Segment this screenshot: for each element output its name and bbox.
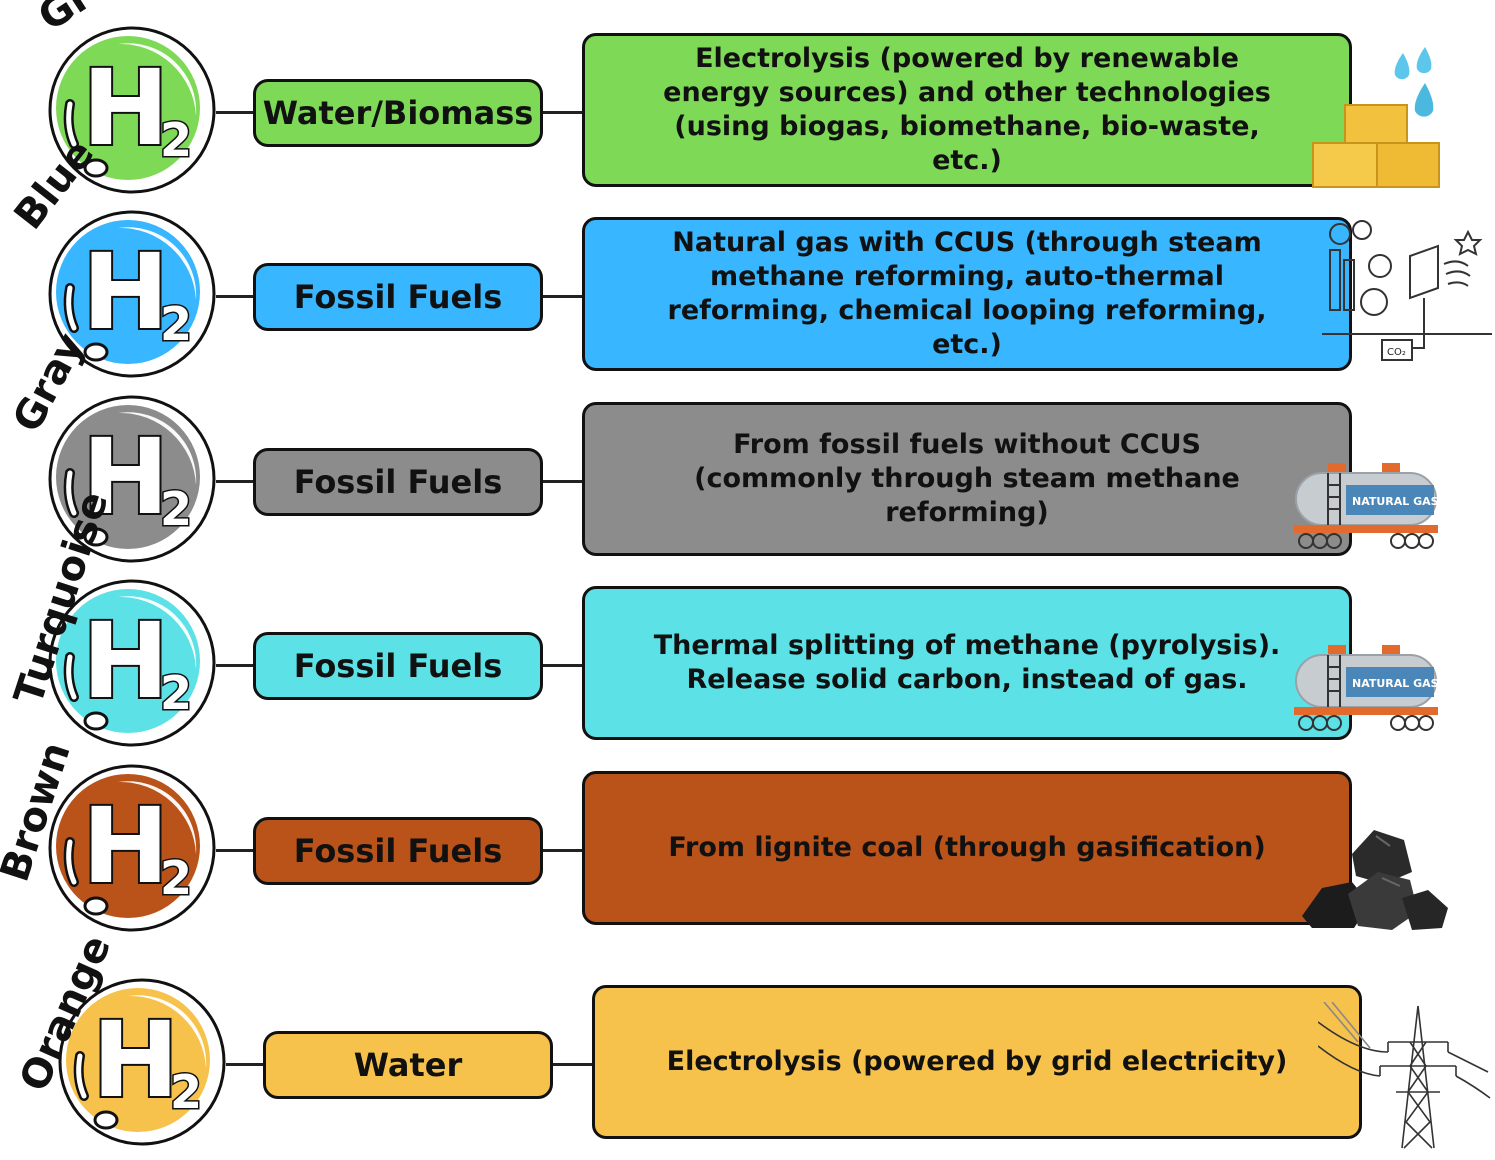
description-box-blue: Natural gas with CCUS (through steam met…: [582, 217, 1352, 371]
tank-label: NATURAL GAS: [1352, 495, 1439, 508]
carbon-capture-plant-icon: CO₂: [1322, 220, 1492, 361]
h-subscript: 2: [160, 113, 192, 167]
description-text: Thermal splitting of methane (pyrolysis)…: [653, 630, 1281, 695]
co2-tag: CO₂: [1387, 347, 1406, 358]
gas-tank-wagon-icon: NATURAL GAS: [1294, 645, 1439, 731]
connector-line: [543, 295, 585, 298]
h-letter: H: [82, 231, 169, 353]
h-subscript: 2: [160, 666, 192, 720]
source-box-green: Water/Biomass: [253, 79, 543, 147]
connector-line: [216, 295, 256, 298]
connector-line: [543, 849, 585, 852]
connector-line: [216, 480, 256, 483]
gas-tank-wagon-icon: NATURAL GAS: [1294, 463, 1439, 549]
source-box-gray: Fossil Fuels: [253, 448, 543, 516]
h2-badge-green: H2Green: [30, 0, 216, 194]
h-subscript: 2: [160, 297, 192, 351]
connector-line: [226, 1063, 266, 1066]
h-subscript: 2: [160, 482, 192, 536]
source-box-brown: Fossil Fuels: [253, 817, 543, 885]
coal-pile-icon: [1302, 830, 1448, 930]
description-text: Electrolysis (powered by grid electricit…: [666, 1046, 1288, 1077]
connector-line: [216, 111, 256, 114]
h-subscript: 2: [160, 851, 192, 905]
connector-line: [543, 111, 585, 114]
h-letter: H: [92, 999, 179, 1121]
description-box-brown: From lignite coal (through gasification): [582, 771, 1352, 925]
connector-line: [553, 1063, 595, 1066]
h-letter: H: [82, 600, 169, 722]
description-box-turquoise: Thermal splitting of methane (pyrolysis)…: [582, 586, 1352, 740]
connector-line: [216, 664, 256, 667]
h-letter: H: [82, 47, 169, 169]
description-text: Natural gas with CCUS (through steam met…: [667, 227, 1267, 360]
source-box-orange: Water: [263, 1031, 553, 1099]
description-box-gray: From fossil fuels without CCUS (commonly…: [582, 402, 1352, 556]
tank-label: NATURAL GAS: [1352, 677, 1439, 690]
description-text: From lignite coal (through gasification): [668, 832, 1266, 863]
h-letter: H: [82, 785, 169, 907]
description-text: From fossil fuels without CCUS (commonly…: [694, 429, 1240, 528]
description-text: Electrolysis (powered by renewable energ…: [663, 43, 1271, 176]
power-pylon-icon: [1318, 1002, 1491, 1149]
source-box-blue: Fossil Fuels: [253, 263, 543, 331]
h2-circle-icon: H2Green: [30, 0, 216, 194]
h-subscript: 2: [170, 1065, 202, 1119]
description-box-orange: Electrolysis (powered by grid electricit…: [592, 985, 1362, 1139]
connector-line: [543, 664, 585, 667]
connector-line: [216, 849, 256, 852]
h-letter: H: [82, 416, 169, 538]
water-drops-hay-bales-icon: [1312, 47, 1440, 188]
description-box-green: Electrolysis (powered by renewable energ…: [582, 33, 1352, 187]
row-green: H2Green Water/Biomass Electrolysis (powere…: [0, 0, 1495, 194]
connector-line: [543, 480, 585, 483]
source-box-turquoise: Fossil Fuels: [253, 632, 543, 700]
